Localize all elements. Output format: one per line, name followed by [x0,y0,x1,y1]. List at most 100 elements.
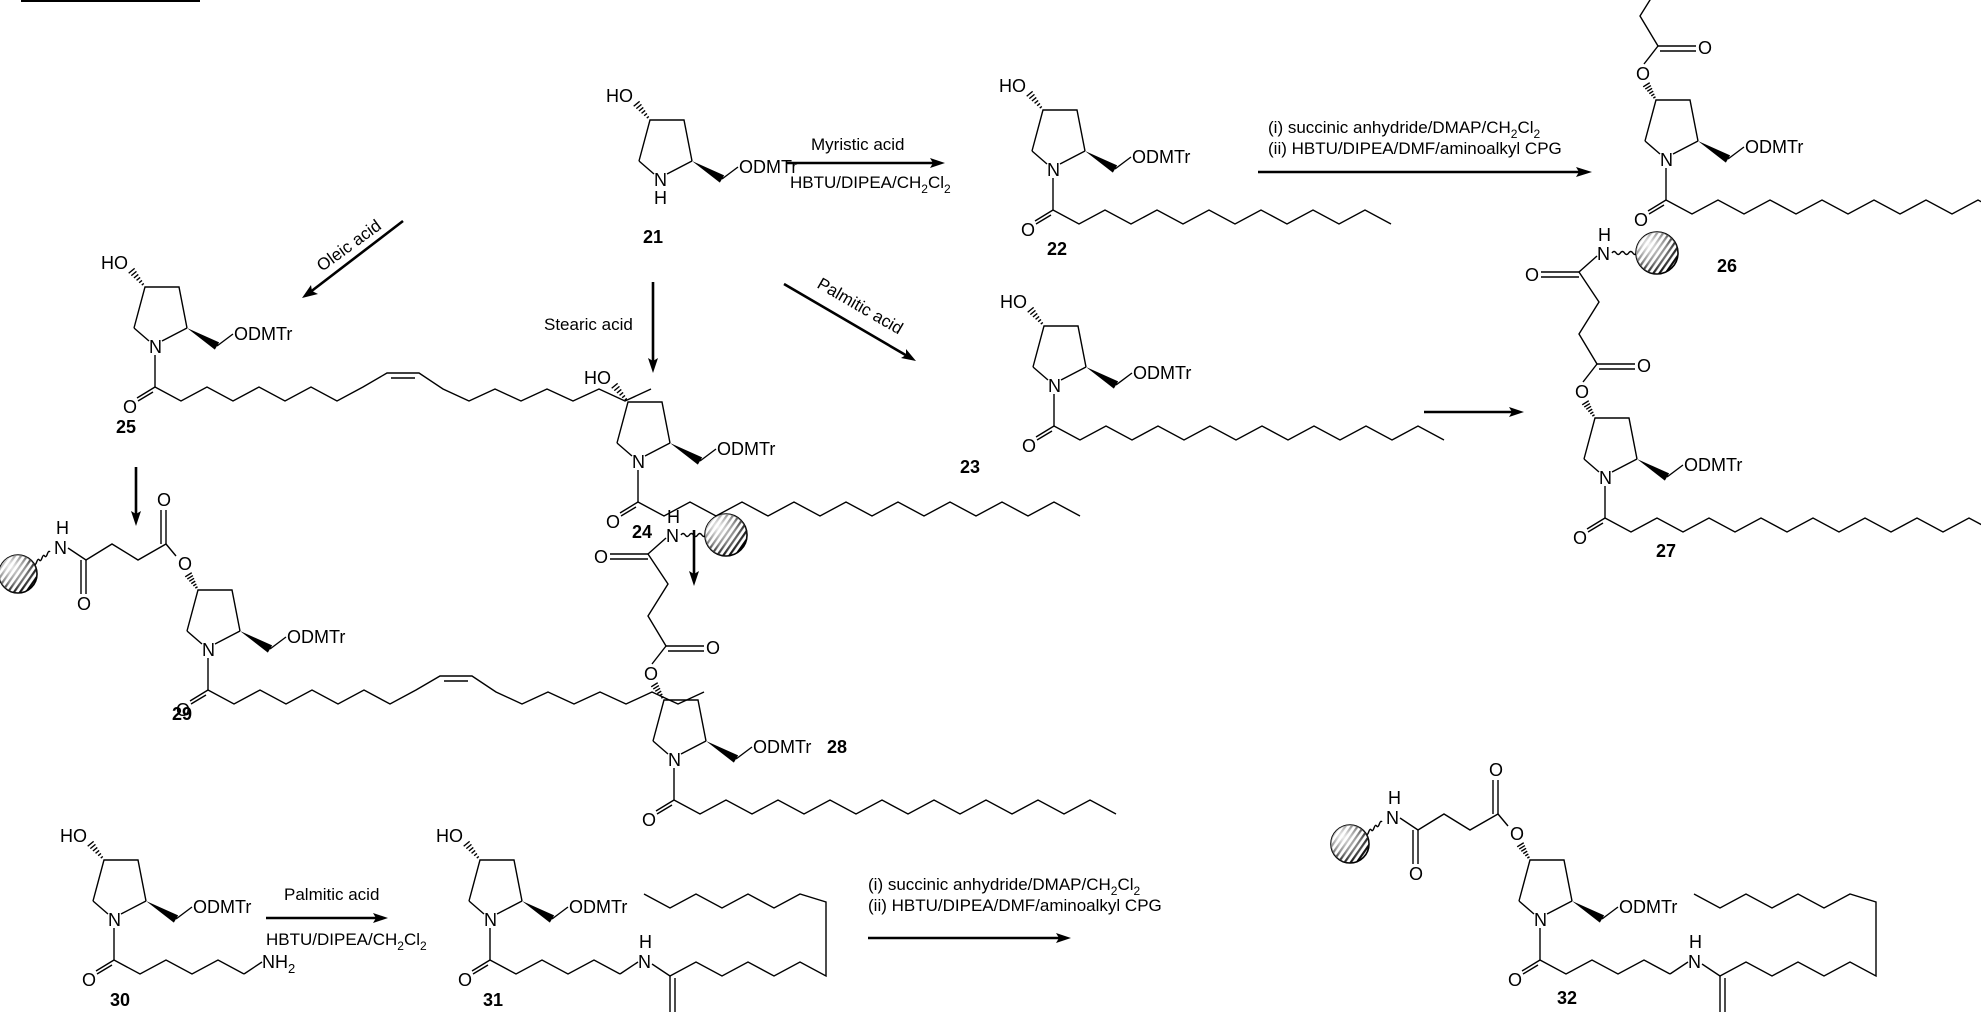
hexanoyl-chain [1539,959,1671,975]
wedge-bond [706,741,739,763]
bond [137,391,154,402]
reagent-step-ii-top: (ii) HBTU/DIPEA/DMF/aminoalkyl CPG [1268,139,1562,158]
bond [1601,906,1619,920]
bond [651,645,667,665]
alkyl-chain [1052,209,1392,225]
alkyl-chain [1665,199,1981,215]
hash-bond [1036,102,1041,107]
pyrrolidine-ring [1644,99,1699,142]
bond [1727,146,1745,160]
hash-bond [1587,408,1593,413]
hydroxyl-group: HO [999,76,1026,96]
carbonyl-oxygen: O [176,700,190,720]
compound-label-25: 25 [116,417,136,437]
hash-bond [654,687,661,692]
bond [1518,900,1535,915]
odmtr-group: ODMTr [1132,147,1190,167]
hash-bond [89,843,96,850]
cpg-bead-icon [1330,824,1370,864]
hash-bond [1027,306,1035,313]
hash-bond [1526,856,1530,859]
hash-bond [1029,309,1036,316]
bond [1546,900,1573,915]
bond [1521,959,1541,972]
bond [721,166,739,180]
amide-N: N [638,952,651,972]
hash-bond [468,846,474,852]
pyrrolidine-ring [186,589,241,632]
hash-bond [465,843,472,850]
hash-bond [188,577,195,582]
odmtr-group: ODMTr [1684,455,1742,475]
succinyl-linker [1639,0,1659,47]
reagent-myristic-acid: Myristic acid [811,135,905,154]
hash-bond [97,852,102,857]
hash-bond [624,397,628,401]
bond [1582,363,1598,383]
hash-bond [136,276,141,281]
bond [616,442,633,457]
reagent-oleic-acid: Oleic acid [313,216,385,275]
hash-bond [1646,87,1653,92]
bond [1648,204,1665,215]
hexanoyl-chain [113,959,245,975]
amide-carbonyl-oxygen: O [1525,265,1539,285]
hash-bond [476,855,480,859]
reagent-step-i-top: (i) succinic anhydride/DMAP/CH2Cl2 [1268,118,1541,141]
ester-carbonyl-oxygen: O [706,638,720,658]
bead-highlight [1331,825,1369,863]
atom-N: N [654,170,667,190]
atom-N: N [484,910,497,930]
bond [1669,961,1689,975]
bond [619,501,639,514]
atom-N: N [1534,910,1547,930]
hash-bond [616,388,622,394]
bond [1059,150,1086,165]
cpg-bead-icon [704,513,748,557]
bond [1611,458,1638,473]
compound-31: NODMTrHOONHO [436,826,827,1016]
bond [472,964,489,975]
hash-bond [633,100,641,107]
hash-bond [646,115,650,119]
hash-bond [1648,90,1654,95]
bond [1586,517,1606,530]
bond [651,963,671,977]
bond [243,961,263,975]
hash-bond [650,682,659,688]
hash-bond [1031,96,1037,102]
bond [652,740,669,755]
carbonyl-oxygen: O [1508,970,1522,990]
hash-bond [1581,400,1590,406]
bond [1672,140,1699,155]
arrow-23-to-27 [1424,407,1524,417]
wedge-bond [670,443,703,465]
amide-N: N [1597,244,1610,264]
hash-bond [186,574,194,580]
bond [656,804,673,815]
amide-H: H [1689,932,1702,952]
atom-H: H [654,188,667,208]
arrow-25-to-29 [131,467,141,526]
amide-N: N [54,538,67,558]
bond [644,442,671,457]
hydroxyl-group: HO [101,253,128,273]
atom-N: N [1599,468,1612,488]
pyrrolidine-ring [1518,859,1573,902]
odmtr-group: ODMTr [193,897,251,917]
bond [1114,156,1132,170]
bond [269,636,287,650]
bond [1035,214,1052,225]
bond [133,327,150,342]
ester-oxygen: O [644,664,658,684]
carbonyl-oxygen: O [123,397,137,417]
bond [175,906,193,920]
bead-highlight [1636,232,1678,274]
bond [1587,522,1604,533]
pyrrolidine-ring [616,401,671,444]
compound-label-26: 26 [1717,256,1737,276]
bond [1647,199,1667,212]
odmtr-group: ODMTr [753,737,811,757]
